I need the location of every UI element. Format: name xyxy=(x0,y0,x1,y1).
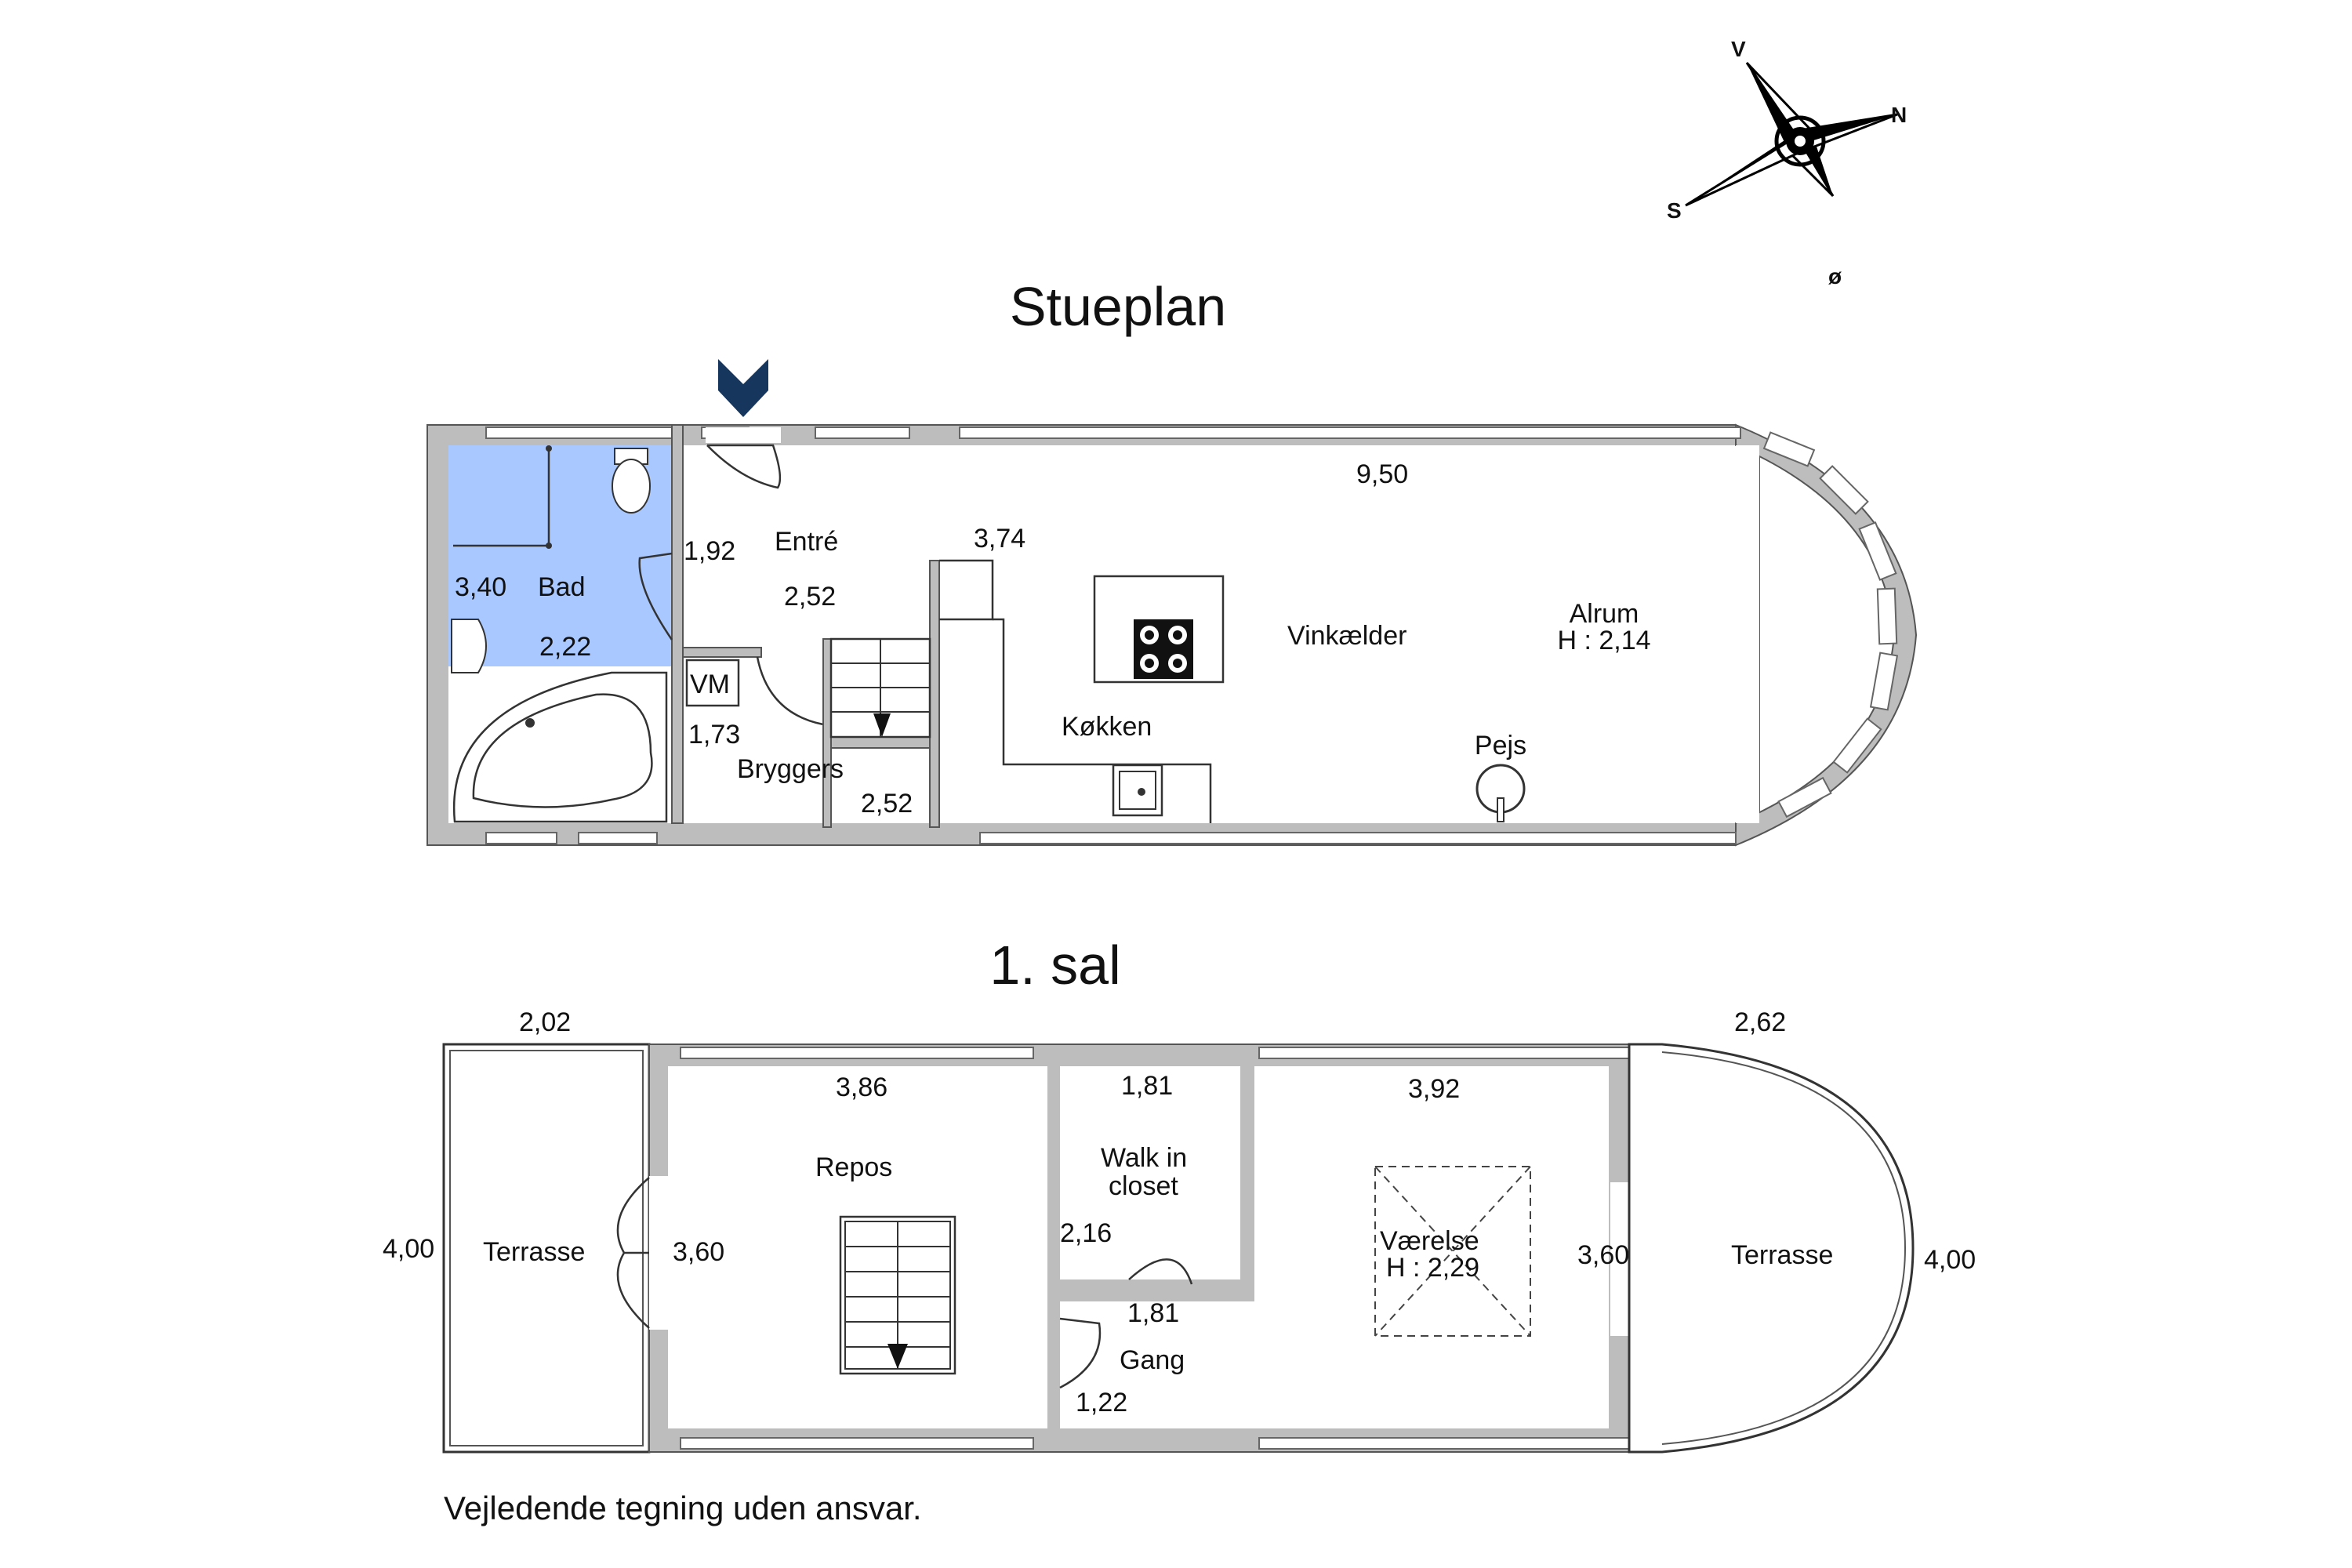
stair-icon-first xyxy=(839,1215,956,1375)
dim-repos-d: 3,60 xyxy=(673,1237,724,1267)
dim-terrasse-r-d: 4,00 xyxy=(1924,1245,1976,1275)
label-terrasse-l: Terrasse xyxy=(483,1237,585,1267)
label-terrasse-r: Terrasse xyxy=(1731,1240,1833,1270)
bathtub-icon xyxy=(452,671,668,823)
dim-bryggers-d: 2,52 xyxy=(861,789,913,818)
disclaimer-text: Vejledende tegning uden ansvar. xyxy=(444,1490,922,1526)
label-repos: Repos xyxy=(815,1152,892,1182)
label-bad: Bad xyxy=(538,572,586,602)
dim-repos-w: 3,86 xyxy=(836,1073,887,1102)
dim-entre-d: 2,52 xyxy=(784,582,836,612)
compass-rose-icon: V N S ø xyxy=(1667,37,1907,289)
dim-bad-w: 3,40 xyxy=(455,572,506,602)
label-vaerelse-height: H : 2,29 xyxy=(1386,1253,1479,1283)
terrace-left xyxy=(442,1043,651,1454)
label-walkin-2: closet xyxy=(1109,1171,1178,1201)
first-floor-title: 1. sal xyxy=(989,935,1120,996)
label-bryggers: Bryggers xyxy=(737,754,844,784)
dim-stair-w: 3,74 xyxy=(974,524,1025,554)
ground-floor-plan: Bad 3,40 2,22 Entré 1,92 2,52 VM 1,73 Br… xyxy=(426,359,1918,847)
hob-icon xyxy=(1134,619,1193,679)
label-vaerelse: Værelse xyxy=(1380,1226,1479,1256)
label-alrum-height: H : 2,14 xyxy=(1557,626,1650,655)
label-vinkaelder: Vinkælder xyxy=(1287,621,1406,651)
dim-gang-d: 1,22 xyxy=(1076,1388,1127,1417)
toilet-icon xyxy=(612,448,651,514)
stair-icon xyxy=(831,639,930,737)
label-pejs: Pejs xyxy=(1475,731,1526,760)
label-koekken: Køkken xyxy=(1062,712,1152,742)
dim-entre-w: 1,92 xyxy=(684,536,735,566)
compass-n: N xyxy=(1891,103,1907,127)
sink-icon xyxy=(451,619,487,673)
dim-bad-d: 2,22 xyxy=(539,632,591,662)
dim-terrasse-l-d: 4,00 xyxy=(383,1234,434,1264)
dim-gang-w: 1,81 xyxy=(1127,1298,1179,1328)
label-walkin-1: Walk in xyxy=(1101,1143,1187,1173)
compass-o: ø xyxy=(1828,264,1842,289)
entry-marker-icon xyxy=(718,359,768,417)
dim-top-len: 9,50 xyxy=(1356,459,1408,489)
dim-walkin-d: 2,16 xyxy=(1060,1218,1112,1248)
dim-terrasse-l-w: 2,02 xyxy=(519,1007,571,1037)
fireplace-icon xyxy=(1475,764,1526,822)
skylight-icon xyxy=(1374,1166,1531,1337)
ground-floor-title: Stueplan xyxy=(1010,276,1226,337)
label-vm: VM xyxy=(690,670,730,699)
dim-vaerelse-w: 3,92 xyxy=(1408,1074,1460,1104)
terrace-right xyxy=(1628,1043,1915,1454)
kitchen-sink-icon xyxy=(1112,764,1163,817)
label-gang: Gang xyxy=(1120,1345,1185,1375)
dim-vaerelse-d: 3,60 xyxy=(1577,1240,1629,1270)
label-alrum: Alrum xyxy=(1570,599,1639,629)
dim-walkin-w: 1,81 xyxy=(1121,1071,1173,1101)
label-entre: Entré xyxy=(775,527,838,557)
compass-s: S xyxy=(1667,198,1682,223)
dim-bryggers-w: 1,73 xyxy=(688,720,740,750)
dim-terrasse-r-w: 2,62 xyxy=(1734,1007,1786,1037)
first-floor-plan: 2,02 4,00 Terrasse 3,86 Repos 3,60 1,81 … xyxy=(383,1007,1976,1454)
compass-v: V xyxy=(1731,37,1746,61)
